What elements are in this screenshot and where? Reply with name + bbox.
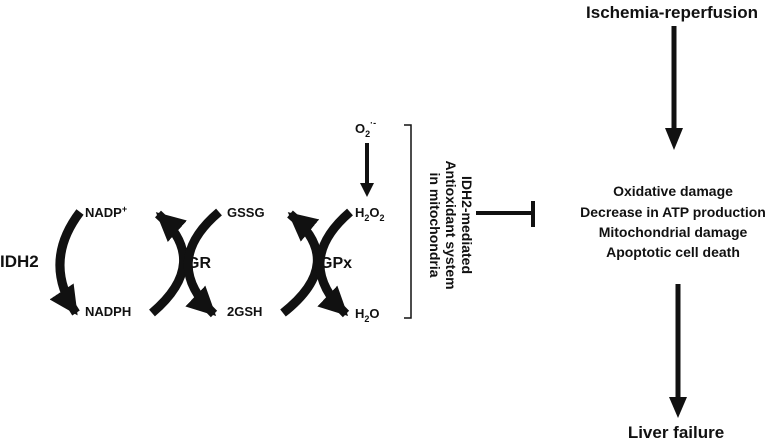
- superoxide-label: O2·-: [355, 118, 376, 139]
- arrow-ischemia-to-damage: [665, 26, 683, 150]
- effect-apoptotic-cell-death: Apoptotic cell death: [606, 244, 740, 260]
- gpx-arrow-gsh-to-gssg: [280, 210, 322, 317]
- effect-atp-decrease: Decrease in ATP production: [580, 204, 766, 220]
- gpx-enzyme-label: GPx: [320, 255, 352, 272]
- effect-oxidative-damage: Oxidative damage: [613, 183, 733, 199]
- liver-failure-label: Liver failure: [628, 423, 724, 442]
- ischemia-reperfusion-label: Ischemia-reperfusion: [586, 3, 758, 22]
- idh2-reaction-arrow: [49, 209, 84, 316]
- system-label-line1: IDH2-mediated: [459, 176, 475, 274]
- system-label-line3: in mitochondria: [427, 173, 443, 278]
- effect-mitochondrial-damage: Mitochondrial damage: [599, 224, 748, 240]
- h2o-label: H2O: [355, 306, 380, 324]
- h2o2-label: H2O2: [355, 205, 385, 223]
- inhibition-bar: [476, 201, 535, 227]
- nadp-plus-label: NADP+: [85, 204, 127, 220]
- system-label-line2: Antioxidant system: [443, 160, 459, 289]
- idh2-label: IDH2: [0, 252, 39, 271]
- gssg-label: GSSG: [227, 205, 265, 220]
- gpx-arrow-h2o2-to-h2o: [315, 208, 353, 318]
- gr-enzyme-label: GR: [187, 255, 211, 272]
- antioxidant-system-label: IDH2-mediated Antioxidant system in mito…: [427, 160, 475, 289]
- two-gsh-label: 2GSH: [227, 304, 262, 319]
- system-bracket: [404, 124, 412, 319]
- damage-effects-list: Oxidative damage Decrease in ATP product…: [580, 183, 766, 260]
- arrow-damage-to-liver-failure: [669, 284, 687, 418]
- arrow-superoxide-to-h2o2: [360, 143, 374, 197]
- nadph-label: NADPH: [85, 304, 131, 319]
- gr-arrow-nadph-to-nadp: [149, 210, 188, 317]
- gr-arrow-gssg-to-gsh: [183, 208, 222, 318]
